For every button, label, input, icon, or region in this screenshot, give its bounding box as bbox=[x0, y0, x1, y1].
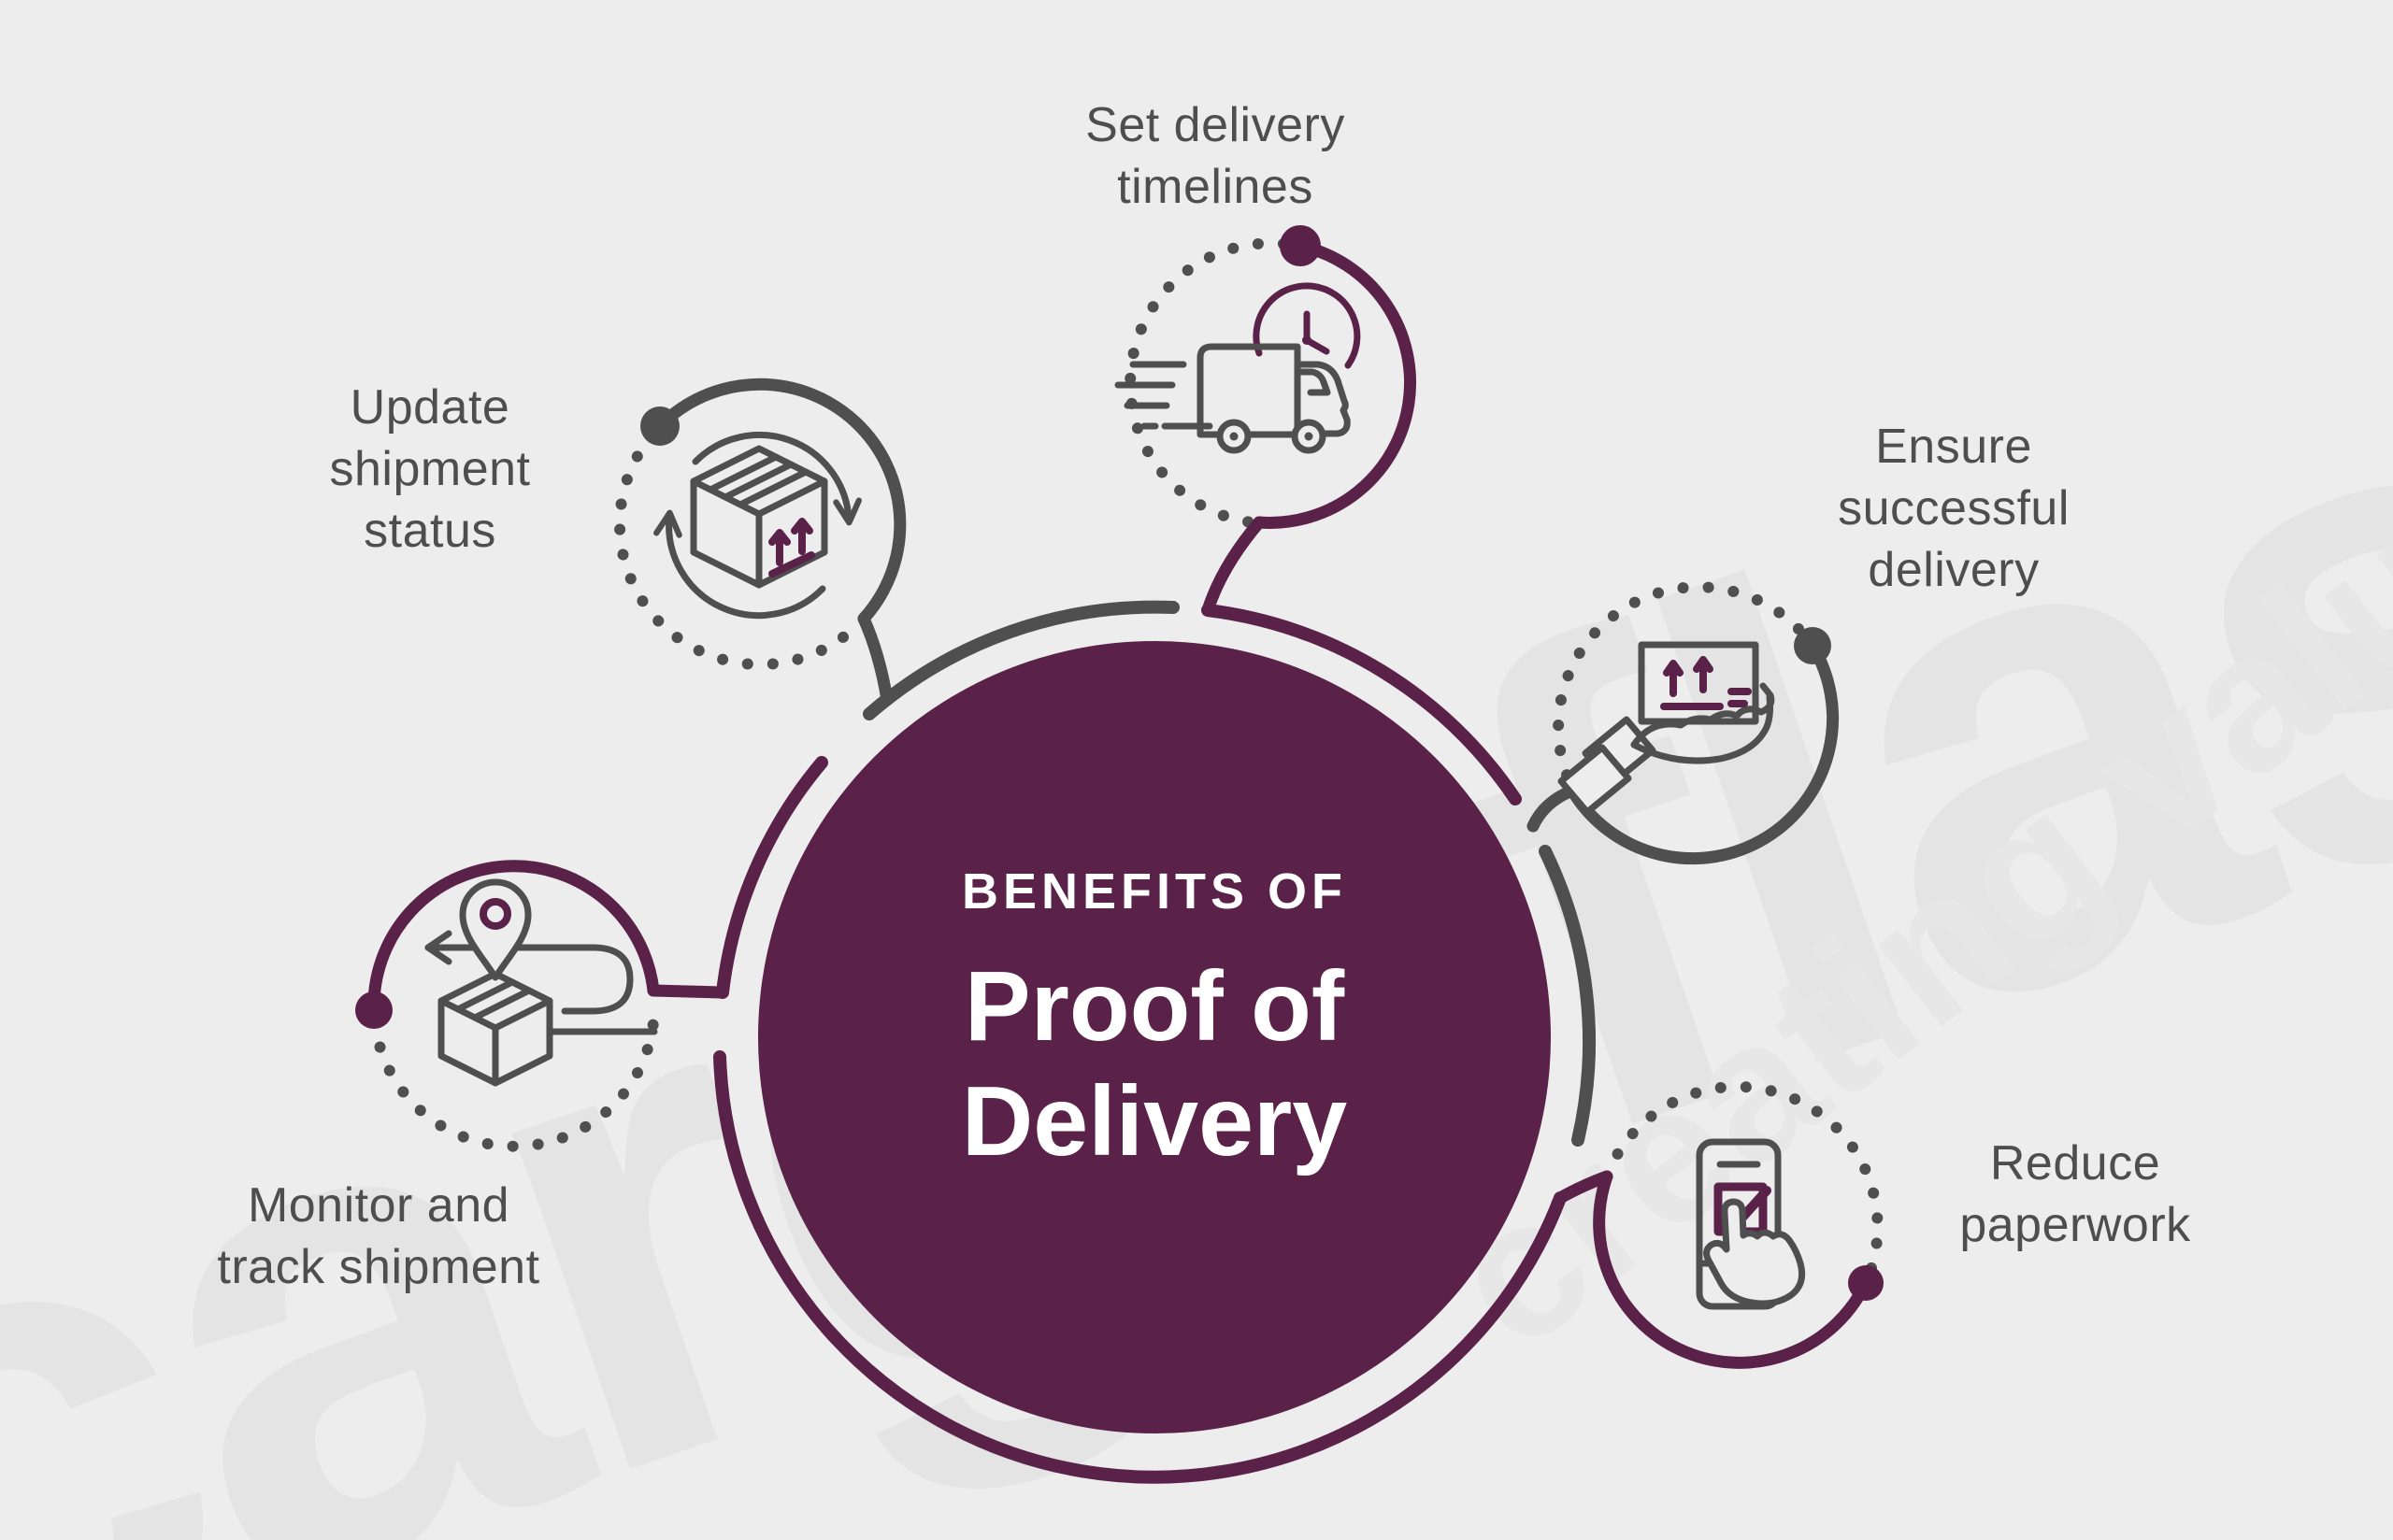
phone-check-icon bbox=[1696, 1138, 1806, 1310]
label-line: shipment bbox=[329, 442, 531, 496]
ring-segment-top-left bbox=[863, 600, 1180, 720]
label-line: Reduce bbox=[1989, 1136, 2161, 1191]
node-ensure-successful-delivery bbox=[1526, 581, 1840, 865]
ring-segment-left bbox=[716, 756, 828, 999]
benefit-label-update-shipment-status: Update shipment status bbox=[243, 377, 617, 562]
update-connector bbox=[857, 612, 894, 706]
box-sync-icon bbox=[653, 432, 862, 620]
label-line: timelines bbox=[1117, 160, 1313, 214]
node-monitor-track-shipment bbox=[355, 860, 729, 1152]
label-line: Set delivery bbox=[1085, 98, 1345, 152]
central-circle: BENEFITS OF Proof of Delivery bbox=[758, 641, 1551, 1433]
pin-box-icon bbox=[424, 878, 658, 1087]
monitor-junction-dot bbox=[355, 991, 393, 1029]
reduce-junction-dot bbox=[1848, 1265, 1884, 1301]
node-set-delivery-timelines bbox=[1114, 225, 1417, 617]
box-sync-icon-arrows bbox=[768, 518, 815, 578]
benefit-label-monitor-track-shipment: Monitor and track shipment bbox=[173, 1175, 584, 1298]
label-line: Update bbox=[350, 380, 510, 435]
label-line: delivery bbox=[1868, 543, 2040, 597]
monitor-connector bbox=[647, 984, 729, 999]
monitor-solid-arc bbox=[367, 860, 660, 1017]
benefit-label-ensure-successful-delivery: Ensure successful delivery bbox=[1767, 416, 2141, 601]
ensure-junction-dot bbox=[1794, 627, 1831, 664]
monitor-dotted-arc bbox=[369, 1017, 659, 1152]
ensure-solid-arc bbox=[1566, 639, 1840, 865]
benefit-label-set-delivery-timelines: Set delivery timelines bbox=[1019, 94, 1411, 218]
set-solid-arc bbox=[1253, 239, 1417, 529]
central-eyebrow-text: BENEFITS OF bbox=[962, 863, 1347, 920]
central-disc bbox=[758, 641, 1551, 1433]
node-reduce-paperwork bbox=[1554, 1080, 1884, 1369]
reduce-connector bbox=[1554, 1170, 1613, 1205]
ensure-dotted-arc bbox=[1553, 581, 1804, 810]
hand-box-icon bbox=[1557, 641, 1775, 816]
truck-clock-icon bbox=[1114, 282, 1361, 454]
node-update-shipment-status bbox=[614, 378, 907, 706]
update-solid-arc bbox=[653, 378, 907, 625]
reduce-solid-arc bbox=[1593, 1170, 1872, 1369]
central-ring bbox=[713, 600, 1597, 1484]
label-line: paperwork bbox=[1959, 1198, 2191, 1252]
central-title-line2: Delivery bbox=[962, 1066, 1348, 1176]
label-line: status bbox=[364, 504, 496, 558]
ring-segment-right-top bbox=[1201, 604, 1522, 806]
ensure-connector bbox=[1526, 784, 1579, 833]
set-junction-dot bbox=[1280, 225, 1321, 266]
update-dotted-arc bbox=[614, 430, 860, 671]
update-junction-dot bbox=[640, 406, 680, 446]
ring-segment-right bbox=[1539, 845, 1597, 1147]
label-line: Ensure bbox=[1875, 420, 2032, 474]
ring-segment-bottom bbox=[713, 1050, 1567, 1484]
benefit-label-reduce-paperwork: Reduce paperwork bbox=[1888, 1133, 2262, 1256]
label-line: Monitor and bbox=[247, 1178, 510, 1233]
reduce-dotted-arc bbox=[1604, 1080, 1884, 1274]
label-line: track shipment bbox=[217, 1240, 540, 1294]
central-title-line1: Proof of bbox=[965, 951, 1345, 1062]
label-line: successful bbox=[1838, 481, 2070, 535]
set-connector bbox=[1201, 516, 1266, 617]
